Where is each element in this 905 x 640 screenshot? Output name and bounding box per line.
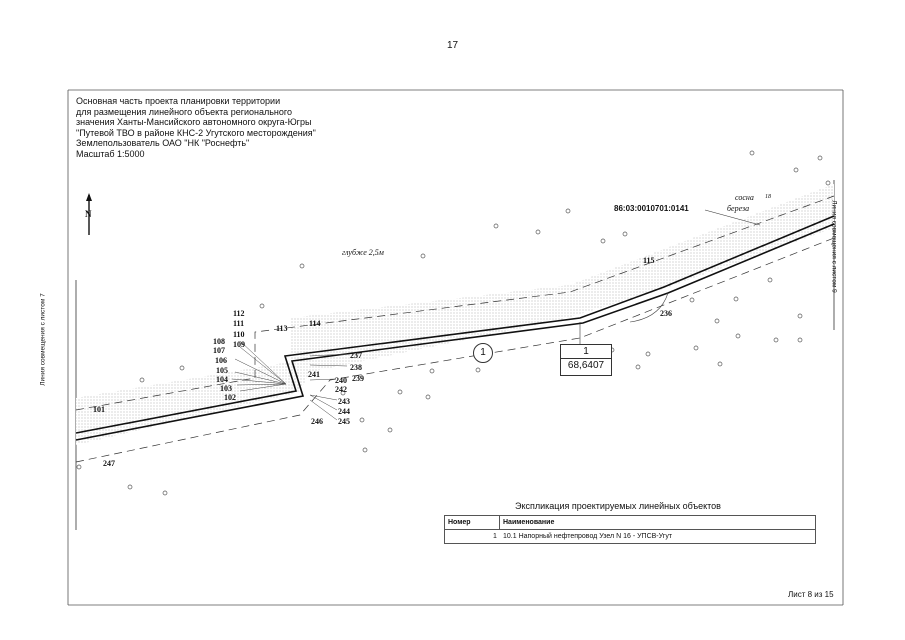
legend-header-number: Номер — [448, 519, 471, 526]
point-237: 237 — [350, 351, 362, 360]
legend-row-divider — [445, 529, 815, 530]
point-241: 241 — [308, 370, 320, 379]
legend-divider — [499, 516, 500, 529]
point-238: 238 — [350, 363, 362, 372]
point-242: 242 — [335, 385, 347, 394]
point-106: 106 — [215, 356, 227, 365]
point-107: 107 — [213, 346, 225, 355]
pipeline-line-1 — [75, 215, 835, 434]
arc-236 — [629, 292, 669, 323]
point-112: 112 — [233, 309, 245, 318]
point-245: 245 — [338, 417, 350, 426]
boundary-upper — [75, 195, 835, 411]
legend-row-number: 1 — [493, 533, 497, 540]
leader-cad — [704, 209, 761, 226]
north-arrow-head — [86, 193, 92, 201]
point-103: 103 — [220, 384, 232, 393]
parcel-area-box: 1 68,6407 — [560, 344, 612, 376]
point-102: 102 — [224, 393, 236, 402]
point-leaders — [231, 340, 348, 421]
sheet-footer: Лист 8 из 15 — [788, 590, 834, 599]
depth-note: глубже 2,5м — [342, 248, 384, 257]
cadastral-number: 86:03:0010701:0141 — [614, 204, 689, 213]
point-239: 239 — [352, 374, 364, 383]
left-match-line-label: Линия совмещения с листом 7 — [39, 293, 47, 386]
point-246: 246 — [311, 417, 323, 426]
legend-header-name: Наименование — [503, 519, 555, 526]
right-match-line-label: Линия совмещения с листом 9 — [830, 200, 838, 293]
point-104: 104 — [216, 375, 228, 384]
parcel-area: 68,6407 — [567, 360, 605, 371]
point-114: 114 — [309, 319, 321, 328]
point-115: 115 — [643, 256, 655, 265]
section-circle-label: 1 — [473, 343, 493, 363]
point-243: 243 — [338, 397, 350, 406]
legend-title: Экспликация проектируемых линейных объек… — [515, 501, 721, 511]
point-110: 110 — [233, 330, 245, 339]
point-113: 113 — [276, 324, 288, 333]
north-label: N — [85, 209, 92, 219]
boundary-lower — [75, 237, 835, 463]
point-101: 101 — [93, 405, 105, 414]
tree-note-pine: сосна — [735, 193, 754, 202]
parcel-number: 1 — [561, 345, 611, 359]
point-111: 111 — [233, 319, 245, 328]
page-number: 17 — [446, 40, 459, 51]
point-236: 236 — [660, 309, 672, 318]
legend-row-name: 10.1 Напорный нефтепровод Узел N 16 - УП… — [503, 533, 673, 540]
pipeline-line-2 — [75, 223, 835, 441]
point-244: 244 — [338, 407, 350, 416]
tree-note-height: 18 — [765, 194, 771, 200]
point-105: 105 — [216, 366, 228, 375]
point-240: 240 — [335, 376, 347, 385]
point-109: 109 — [233, 340, 245, 349]
point-108: 108 — [213, 337, 225, 346]
legend-table: Номер Наименование 1 10.1 Напорный нефте… — [444, 515, 816, 544]
tree-note-birch: береза — [727, 204, 750, 213]
right-of-way-strip — [76, 184, 834, 445]
title-block: Основная часть проекта планировки террит… — [76, 96, 316, 159]
vegetation-markers — [76, 150, 831, 496]
point-247: 247 — [103, 459, 115, 468]
